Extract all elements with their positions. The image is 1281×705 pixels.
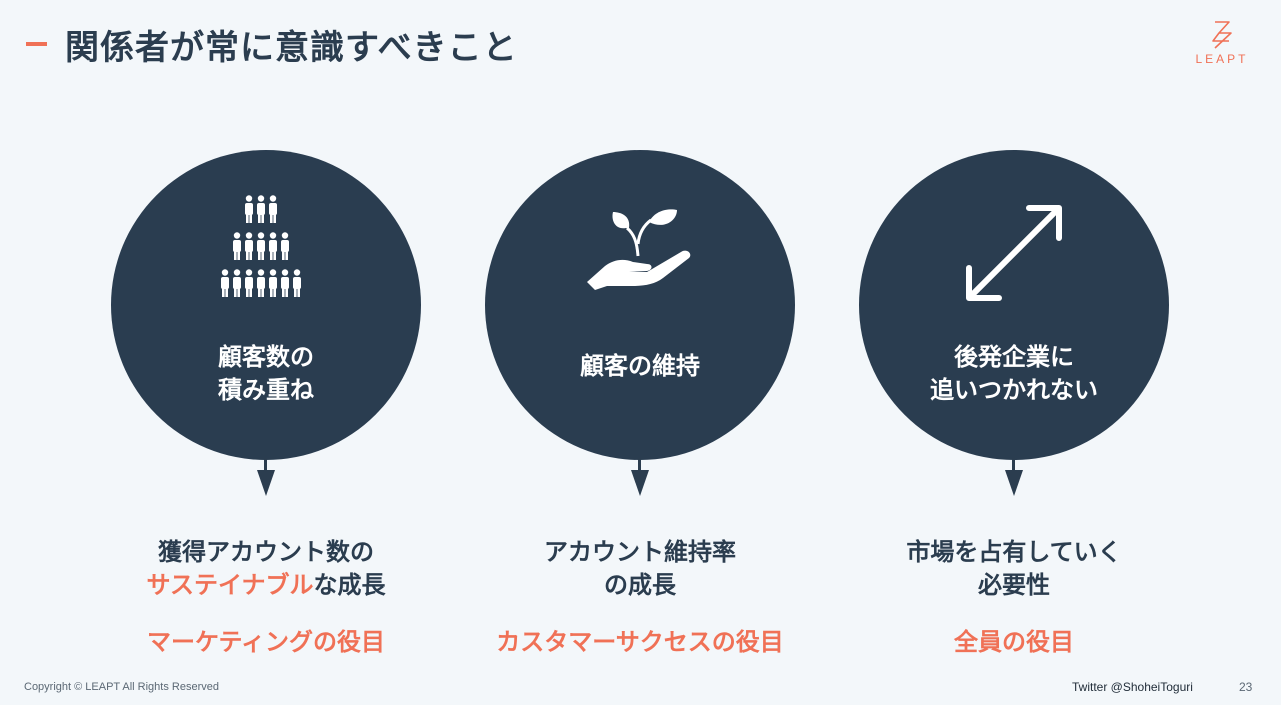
circle-competitors: 後発企業に 追いつかれない <box>859 150 1169 460</box>
circle-label-line: 後発企業に <box>954 343 1074 371</box>
column-customer-retention: 顧客の維持 アカウント維持率 の成長 カスタマーサクセスの役目 <box>485 150 795 670</box>
circle-label: 後発企業に 追いつかれない <box>859 341 1169 407</box>
circle-label-line: 顧客の維持 <box>580 352 700 380</box>
title-accent-dash <box>26 42 47 46</box>
description-rest: な成長 <box>313 571 386 599</box>
circle-customer-count: 顧客数の 積み重ね <box>111 150 421 460</box>
page-title: 関係者が常に意識すべきこと <box>65 27 518 68</box>
circle-label-line: 積み重ね <box>218 376 314 404</box>
down-arrow-icon <box>631 470 649 496</box>
description-line: 必要性 <box>978 571 1050 599</box>
circle-label-line: 顧客数の <box>218 343 314 371</box>
circle-customer-retention: 顧客の維持 <box>485 150 795 460</box>
down-arrow-stem <box>638 458 641 472</box>
diagonal-double-arrow-icon <box>966 205 1062 301</box>
circle-label-line: 追いつかれない <box>930 376 1098 404</box>
description-line: の成長 <box>604 571 676 599</box>
description-line: 市場を占有していく <box>906 538 1122 566</box>
description: アカウント維持率 の成長 <box>455 536 825 602</box>
copyright-text: Copyright © LEAPT All Rights Reserved <box>24 681 219 693</box>
description-line: アカウント維持率 <box>544 538 736 566</box>
circle-label: 顧客の維持 <box>485 350 795 383</box>
people-pyramid-icon <box>221 195 301 297</box>
down-arrow-icon <box>1005 470 1023 496</box>
logo-text: LEAPT <box>1195 52 1249 66</box>
description-line: サステイナブルな成長 <box>81 569 451 602</box>
description-accent: サステイナブル <box>146 571 314 599</box>
column-customer-count: 顧客数の 積み重ね 獲得アカウント数の サステイナブルな成長 マーケティングの役… <box>111 150 421 670</box>
page-header: 関係者が常に意識すべきこと <box>26 22 518 68</box>
down-arrow-stem <box>1012 458 1015 472</box>
leapt-logo-mark-icon <box>1212 21 1232 49</box>
description-line: 獲得アカウント数の <box>158 538 374 566</box>
down-arrow-stem <box>264 458 267 472</box>
role-label: マーケティングの役目 <box>146 628 386 656</box>
column-competitors: 後発企業に 追いつかれない 市場を占有していく 必要性 全員の役目 <box>859 150 1169 670</box>
role-label: カスタマーサクセスの役目 <box>496 628 784 656</box>
role-label: 全員の役目 <box>954 628 1074 656</box>
page-number: 23 <box>1239 680 1253 694</box>
description: 獲得アカウント数の サステイナブルな成長 <box>81 536 451 602</box>
twitter-handle: Twitter @ShoheiToguri <box>1072 680 1193 694</box>
down-arrow-icon <box>257 470 275 496</box>
hand-sprout-icon <box>587 209 691 290</box>
leapt-logo: LEAPT <box>1192 20 1252 66</box>
description: 市場を占有していく 必要性 <box>829 536 1199 602</box>
circle-label: 顧客数の 積み重ね <box>111 341 421 407</box>
